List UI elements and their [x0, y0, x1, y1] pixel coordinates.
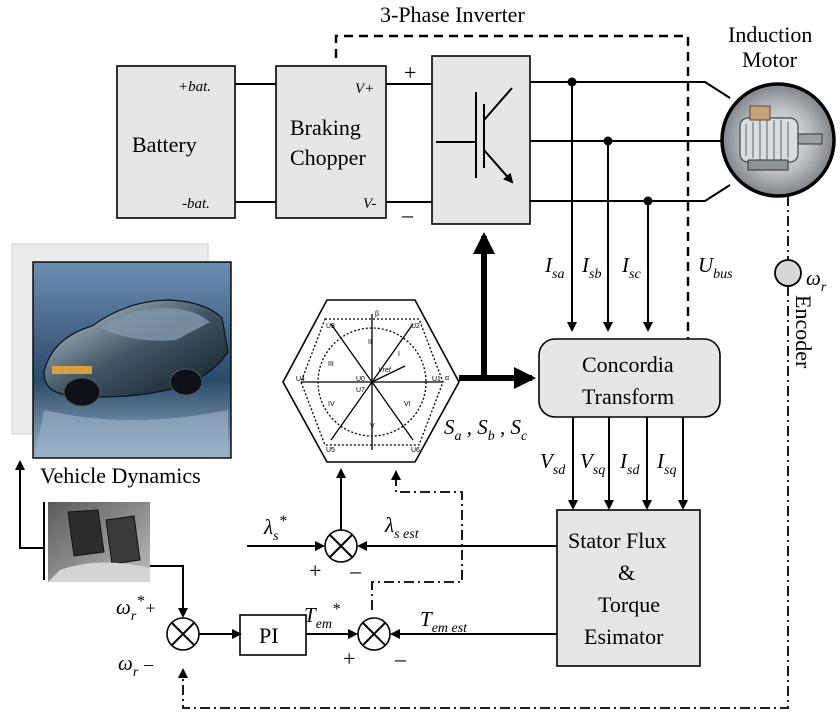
battery-plus-terminal: +bat.: [178, 79, 211, 95]
encoder-label: Encoder: [791, 295, 816, 369]
battery-label: Battery: [132, 132, 197, 157]
svm-hexagon-block: U1 U2 U3 U4 U5 U6 U0 U7 I II III IV V VI…: [282, 299, 460, 463]
svm-alpha-axis: α: [445, 375, 449, 382]
isq-label: Isq: [656, 449, 676, 478]
svm-vector-u6: U6: [411, 447, 420, 454]
chopper-label-line2: Chopper: [290, 145, 366, 170]
pedal-image: [43, 502, 150, 582]
svm-vector-u5: U5: [326, 447, 335, 454]
svm-vector-u4: U4: [296, 376, 305, 383]
motor-label-line1: Induction: [728, 22, 812, 47]
pedal-to-vehicle-line: [15, 460, 44, 549]
estimator-label-line3: Torque: [598, 592, 660, 617]
svm-sector-4: IV: [328, 401, 335, 408]
chopper-vplus-terminal: V+: [355, 81, 374, 97]
pi-label: PI: [259, 623, 279, 648]
inverter-title: 3-Phase Inverter: [380, 2, 525, 27]
torque-error-dashdot-line: [371, 470, 463, 610]
speed-fb-label: ωr–: [118, 651, 154, 680]
chopper-vminus-terminal: V-: [363, 196, 376, 212]
svm-sector-2: II: [368, 339, 372, 346]
vsd-label: Vsd: [540, 449, 566, 478]
battery-minus-terminal: -bat.: [182, 196, 210, 212]
dc-bus-minus-sign: –: [401, 202, 414, 227]
torque-summing-junction: [357, 617, 391, 651]
isc-label: Isc: [621, 253, 641, 282]
flux-plus-sign: +: [309, 558, 321, 583]
svm-space-vector-diagram: [300, 314, 444, 450]
encoder-icon: [774, 259, 802, 287]
isa-label: Isa: [544, 253, 564, 282]
braking-chopper-block: Braking Chopper V+ V-: [275, 65, 387, 219]
flux-minus-sign: –: [349, 558, 362, 583]
motor-label-line2: Motor: [742, 47, 798, 72]
ubus-label: Ubus: [698, 253, 733, 282]
pi-controller-block: PI: [239, 614, 307, 656]
phase-a-wire: [530, 81, 731, 99]
svm-vector-u1: U1: [432, 376, 441, 383]
vehicle-image: [11, 243, 232, 459]
estimator-label-line4: Esimator: [584, 624, 664, 649]
induction-motor-icon: [720, 82, 836, 198]
svm-vector-u3: U3: [326, 323, 335, 330]
estimator-label-line2: &: [618, 560, 635, 585]
svm-sector-5: V: [370, 423, 375, 430]
torque-est-label: Tem est: [420, 607, 468, 636]
phase-c-wire: [530, 184, 731, 202]
flux-torque-estimator-block: Stator Flux & Torque Esimator: [556, 509, 701, 667]
torque-minus-sign: –: [394, 646, 407, 671]
estimator-label-line1: Stator Flux: [568, 528, 666, 553]
speed-feedback-dashdot-line: [178, 286, 789, 709]
svm-vref-label: Vref: [378, 367, 392, 374]
battery-block: Battery +bat. -bat.: [116, 65, 236, 219]
inverter-block: [431, 55, 531, 225]
isb-label: Isb: [581, 253, 601, 282]
torque-plus-sign: +: [343, 646, 355, 671]
pedal-to-speed-ref-line: [150, 565, 188, 618]
svm-sector-1: I: [398, 351, 400, 358]
vehicle-dynamics-label: Vehicle Dynamics: [40, 463, 201, 488]
encoder-speed-symbol: ωr: [806, 266, 827, 295]
svm-vector-u7: U7: [356, 387, 365, 394]
concordia-transform-block: Concordia Transform: [538, 338, 721, 418]
svm-sector-3: III: [328, 361, 334, 368]
isd-label: Isd: [619, 449, 640, 478]
flux-ref-label: λs*: [263, 513, 287, 544]
svm-vector-u0: U0: [356, 376, 365, 383]
speed-ref-label: ωr*+: [116, 593, 156, 624]
vsq-label: Vsq: [580, 449, 605, 478]
svm-beta-axis: β: [375, 311, 379, 318]
ubus-dashed-line: [334, 34, 693, 358]
svm-vector-u2: U2: [411, 323, 420, 330]
flux-est-label: λs est: [384, 513, 420, 542]
chopper-label-line1: Braking: [290, 115, 361, 140]
concordia-label-line1: Concordia: [582, 352, 674, 377]
speed-summing-junction: [166, 617, 200, 651]
igbt-icon: [436, 87, 514, 184]
dc-bus-plus-sign: +: [404, 60, 416, 85]
switching-signals-label: Sa , Sb , Sc: [444, 415, 528, 444]
torque-ref-label: Tem*: [304, 601, 340, 632]
svm-sector-6: VI: [404, 401, 411, 408]
concordia-label-line2: Transform: [582, 384, 674, 409]
